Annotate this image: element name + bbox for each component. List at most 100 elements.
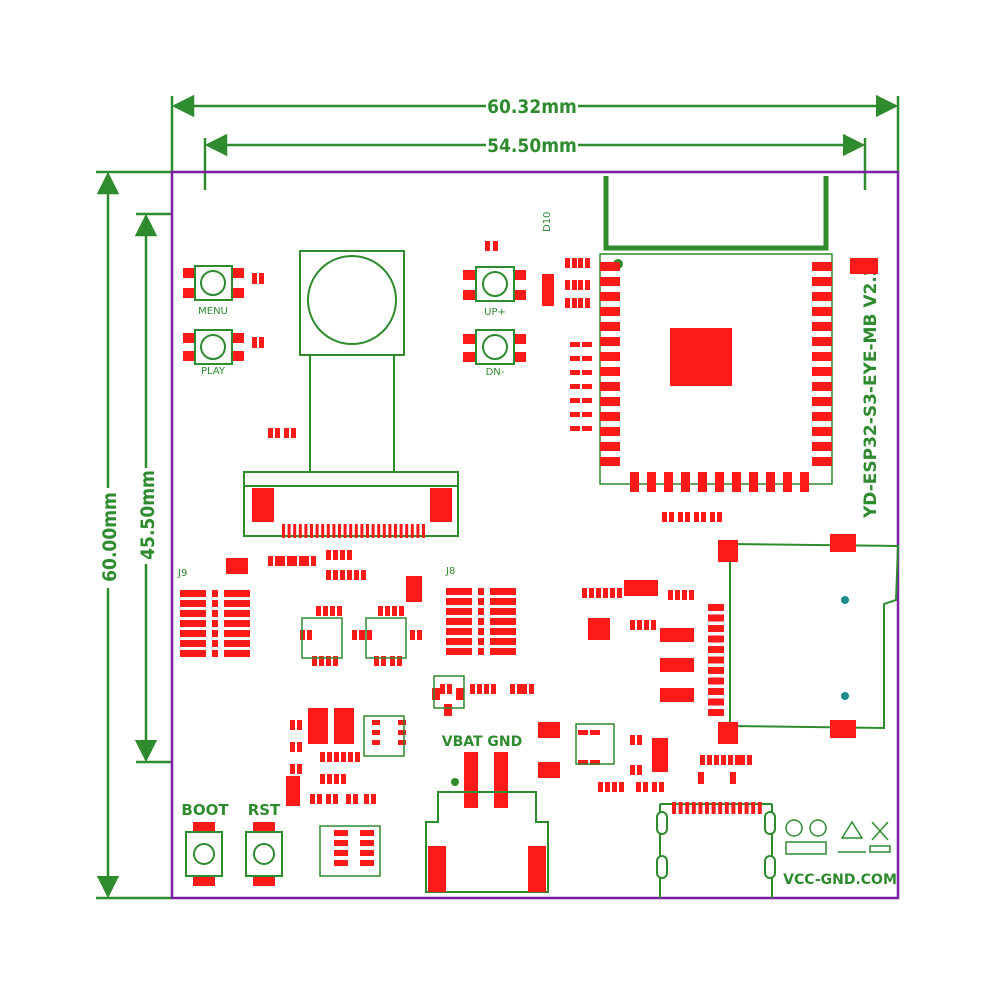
smd-pad [491,684,496,694]
hole-spacing-label: 54.50mm [487,135,577,157]
module-pad [647,472,656,492]
fpc-pin [326,524,330,538]
led-pad [660,628,694,642]
header-pad [180,640,206,647]
led-pad [406,576,422,602]
smd-pad [570,342,580,347]
fpc-pin [282,524,285,538]
smd-pad [590,730,600,735]
smd-pad [610,588,615,598]
led-pad [286,776,300,806]
smd-pad [341,774,346,784]
play-button[interactable] [183,329,264,365]
sd-card-pins [708,604,724,716]
sd-pin [708,688,724,695]
module-pad [732,472,741,492]
fpc-pin [298,524,302,538]
module-pad [698,472,707,492]
module-pad [600,277,620,286]
header-pad [224,590,250,597]
led-pad [226,558,248,574]
sd-pin [708,677,724,685]
module-pad [749,472,758,492]
smd-pad [572,298,577,308]
smd-pad [617,588,622,598]
esd-logo [838,820,866,853]
menu-button[interactable] [183,265,264,301]
ic-pin [398,740,406,745]
part-outline [575,723,615,765]
header-pad [224,610,250,617]
module-pad [766,472,775,492]
smd-pad [570,412,580,417]
fpc-pin [366,524,369,538]
fpc-pin [360,524,364,538]
module-pad [681,472,690,492]
smd-pad [630,620,635,630]
module-pads [600,262,832,492]
header-pad [224,620,250,627]
menu-label: MENU [198,306,228,317]
ic-pin [334,840,348,846]
module-pad [600,382,620,391]
up-button[interactable] [463,241,526,302]
led-pad [660,658,694,672]
smd-pad [292,556,297,566]
smd-pad [678,512,683,522]
board-name: YD-ESP32-S3-EYE-MB V2.2 [861,264,881,519]
camera-module [243,250,459,538]
header-pad [180,590,206,597]
smd-pad [447,684,452,694]
header-pad [490,628,516,635]
header-pad [478,598,484,605]
smd-pad [659,782,664,792]
smd-pad [582,398,592,403]
inductor-pad [334,708,354,744]
smd-pad [694,512,699,522]
header-pad [446,628,472,635]
ic-pin [334,830,348,836]
down-button[interactable] [463,329,526,365]
smd-pad [268,428,273,438]
smd-pad [311,556,316,566]
reset-button[interactable] [245,822,283,886]
module-pad [600,412,620,421]
pb-free-logo [809,819,827,837]
ic-pin [360,830,374,836]
ic-pin [334,850,348,856]
smd-pad [570,426,580,431]
smd-pad [352,630,357,640]
smd-pad [312,656,317,666]
smd-pad [717,512,722,522]
smd-pad [374,656,379,666]
fpc-pin [394,524,397,538]
fpc-pin [422,524,425,538]
d10-label: D10 [542,212,553,232]
smd-pad [284,428,289,438]
smd-pad [432,688,440,700]
module-pad [630,472,639,492]
smd-pad [397,656,402,666]
fpc-pins [282,524,425,538]
smd-pad [596,588,601,598]
down-label: DN- [486,367,505,378]
sd-pin [708,646,724,653]
fpc-pin [377,524,381,538]
smd-pad [334,774,339,784]
usb-pin [718,802,723,814]
smd-pad [510,684,515,694]
smd-pad [585,280,590,290]
header-pad [224,650,250,657]
boot-button[interactable] [185,822,223,886]
smd-pad [320,774,325,784]
smd-pad [582,356,592,361]
usb-pin [685,802,690,814]
smd-pad [390,656,395,666]
smd-pad [582,426,592,431]
part-outline [301,617,343,659]
fpc-pin [382,524,386,538]
module-pad [812,277,832,286]
smd-pad [668,590,673,600]
smd-pad [585,258,590,268]
